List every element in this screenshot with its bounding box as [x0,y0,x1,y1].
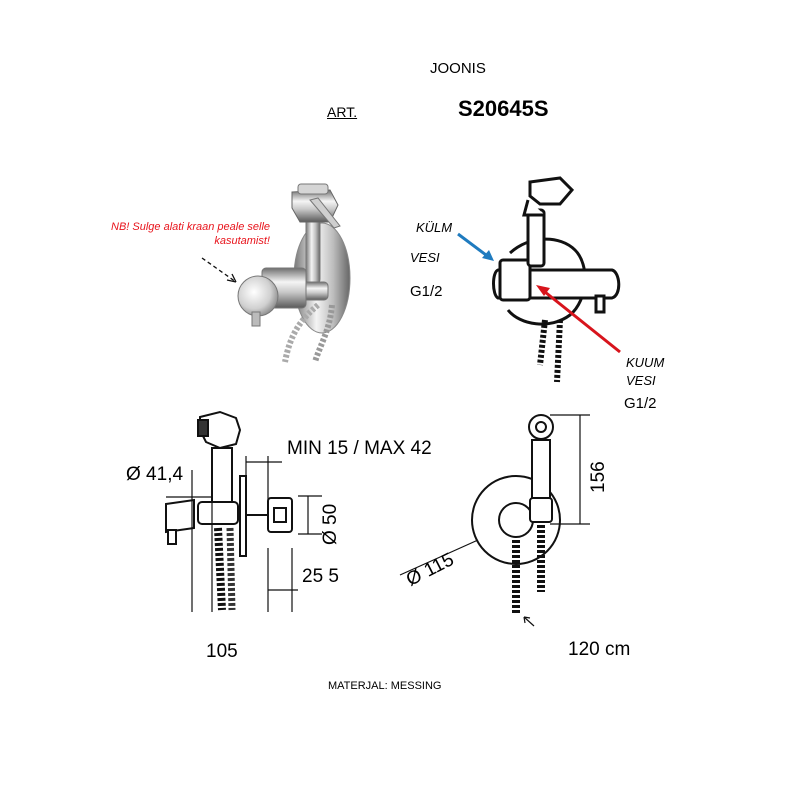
drawing-title: JOONIS [430,60,486,77]
side-view-drawing [165,410,293,611]
warning-note: NB! Sulge alati kraan peale selle kasuta… [111,221,270,247]
article-label: ART. [327,104,358,120]
front-view-drawing [471,414,561,615]
side-view-dimension-lines [166,456,322,612]
material-note: MATERJAL: MESSING [328,680,442,692]
dim-diameter-41: Ø 41,4 [126,464,184,485]
hot-label: KUUM [626,355,665,370]
cold-thread-label: G1/2 [410,283,443,300]
hot-water-label: VESI [626,373,656,388]
product-photo [237,183,351,363]
dim-height-156: 156 [588,461,609,493]
hot-water-arrow [536,285,621,354]
warning-pointer [201,257,237,283]
front-view-dimension-lines [399,414,590,627]
hot-thread-label: G1/2 [624,395,657,412]
dim-min-max: MIN 15 / MAX 42 [287,438,432,459]
cold-water-arrow [457,232,494,261]
cold-label: KÜLM [416,220,453,235]
dim-width-105: 105 [206,641,238,662]
dim-diameter-50: Ø 50 [320,503,341,545]
dim-25-5: 25 5 [302,566,339,587]
dim-hose-length: 120 cm [568,639,631,660]
installation-sketch [492,176,621,383]
article-code: S20645S [458,96,549,121]
cold-water-label: VESI [410,250,440,265]
